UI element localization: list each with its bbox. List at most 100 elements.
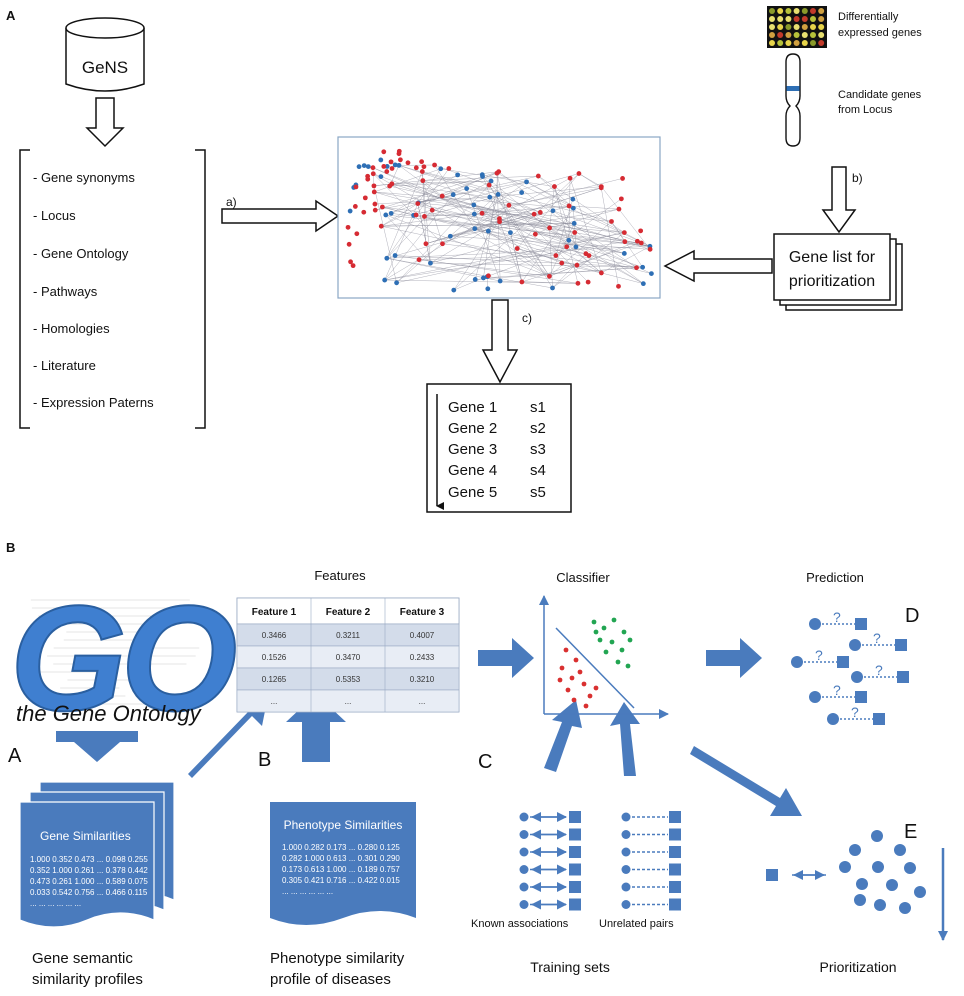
feature-cell: 0.5353 (336, 675, 361, 684)
source-item: - Gene Ontology (33, 246, 129, 261)
network-node (488, 178, 494, 184)
hollow-arrow-down (85, 97, 125, 148)
classifier-point (625, 663, 631, 669)
hollow-arrow-left (663, 249, 773, 283)
go-logo-subtitle: the Gene Ontology (16, 701, 203, 726)
network-node (519, 279, 525, 285)
network-node (497, 278, 503, 284)
classifier-point (611, 617, 617, 623)
network-node (532, 231, 538, 237)
candidate-gene-node (854, 894, 866, 906)
blue-arrow-to-classifier (610, 702, 640, 776)
source-item: - Pathways (33, 284, 98, 299)
network-node (379, 204, 385, 210)
candidate-gene-node (856, 878, 868, 890)
network-node (396, 151, 402, 157)
network-node (413, 165, 419, 171)
phenotype-similarities-doc (270, 802, 416, 925)
sub-label-e: E (904, 821, 917, 843)
legend-microarray-line1: Differentially (838, 11, 899, 23)
feature-header: Feature 3 (400, 607, 445, 618)
unknown-link-icon: ? (833, 682, 841, 698)
network-node (394, 280, 399, 286)
network-node (598, 270, 604, 276)
network-node (616, 206, 622, 212)
network-node (479, 172, 485, 178)
pheno-sim-rows: 1.000 0.282 0.173 ... 0.280 0.125 0.282 … (282, 843, 400, 896)
network-node (570, 196, 576, 202)
network-node (638, 228, 644, 234)
network-node (479, 210, 485, 216)
feature-header: Feature 2 (326, 607, 371, 618)
feature-cell: 0.3211 (336, 631, 360, 640)
network-node (365, 176, 371, 182)
network-node (537, 210, 543, 215)
blue-arrow-right (478, 638, 534, 678)
network-node (371, 183, 377, 189)
hollow-arrow-down (821, 166, 857, 234)
panel-a-label: A (6, 8, 16, 23)
network-node (345, 224, 351, 230)
network-node (649, 271, 654, 276)
network-node (397, 157, 403, 163)
network-node (464, 186, 470, 191)
candidate-gene-node (874, 899, 886, 911)
legend-locus-line2: from Locus (838, 104, 893, 116)
network-node (494, 170, 500, 176)
disease-square-icon (766, 869, 778, 881)
network-node (485, 228, 491, 234)
network-node (640, 264, 646, 270)
network-node (371, 189, 377, 195)
network-node (451, 287, 457, 293)
sub-label-d: D (905, 605, 919, 627)
network-node (388, 159, 394, 165)
network-node (361, 163, 367, 169)
network-node (559, 260, 565, 266)
classifier-point (565, 687, 571, 693)
network-node (389, 181, 395, 187)
network-node (429, 207, 435, 213)
pheno-sim-caption-line2: profile of diseases (270, 971, 391, 988)
network-node (354, 231, 360, 237)
network-node (381, 149, 387, 155)
classifier-point (557, 677, 563, 683)
pheno-sim-caption-line1: Phenotype similarity (270, 950, 405, 967)
unknown-link-icon: ? (873, 630, 881, 646)
prediction-title: Prediction (806, 570, 864, 585)
network-node (620, 176, 625, 181)
pheno-sim-row: 1.000 0.282 0.173 ... 0.280 0.125 (282, 843, 400, 852)
network-node (583, 251, 589, 257)
ranking-gene: Gene 4 (448, 462, 497, 479)
blue-arrow-diagonal-up (188, 696, 268, 778)
network-node (378, 157, 384, 163)
go-logo-letters: GO (10, 574, 236, 742)
known-associations-label: Known associations (471, 918, 569, 930)
classifier-point (593, 685, 599, 691)
feature-header: Feature 1 (252, 607, 297, 618)
network-node (485, 286, 491, 292)
network-node (647, 246, 653, 252)
blue-arrow-to-classifier (544, 700, 582, 772)
candidate-gene-node (914, 886, 926, 898)
ranking-score: s1 (530, 399, 546, 416)
pheno-sim-row: 0.305 0.421 0.716 ... 0.422 0.015 (282, 876, 400, 885)
source-item: - Gene synonyms (33, 170, 135, 185)
classifier-point (581, 681, 587, 687)
candidate-gene-node (849, 844, 861, 856)
prediction-pairs: ?????? (791, 609, 909, 725)
network-node (348, 259, 353, 265)
candidate-gene-node (872, 861, 884, 873)
unrelated-pairs-label: Unrelated pairs (599, 918, 674, 930)
network-node (378, 223, 384, 229)
left-bracket (19, 149, 30, 429)
network-node (574, 262, 580, 268)
prioritization-genes (839, 830, 926, 914)
gene-sim-title: Gene Similarities (40, 829, 131, 843)
network-node (450, 192, 456, 198)
candidate-gene-node (886, 879, 898, 891)
network-node (383, 212, 389, 218)
network-node (428, 260, 433, 266)
microarray-icon (767, 6, 827, 48)
